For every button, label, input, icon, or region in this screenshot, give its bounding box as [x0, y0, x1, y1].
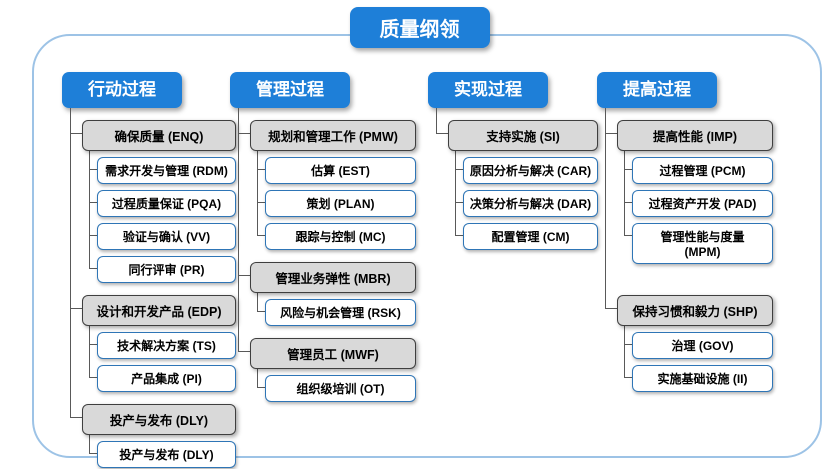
item-box: 过程资产开发 (PAD): [632, 190, 773, 217]
column-header: 提高过程: [597, 72, 717, 108]
item-box: 验证与确认 (VV): [97, 223, 236, 250]
item-box: 管理性能与度量 (MPM): [632, 223, 773, 264]
group-node: 管理业务弹性 (MBR) 风险与机会管理 (RSK): [238, 250, 416, 326]
group-node: 投产与发布 (DLY) 投产与发布 (DLY): [70, 392, 236, 468]
group-node: 支持实施 (SI) 原因分析与解决 (CAR) 决策分析与解决 (DAR) 配置…: [436, 108, 598, 250]
item-box: 过程质量保证 (PQA): [97, 190, 236, 217]
group-node: 确保质量 (ENQ) 需求开发与管理 (RDM) 过程质量保证 (PQA) 验证…: [70, 108, 236, 283]
item-node: 组织级培训 (OT): [257, 369, 416, 402]
group-list: 提高性能 (IMP) 过程管理 (PCM) 过程资产开发 (PAD) 管理性能与…: [597, 108, 773, 392]
item-list: 投产与发布 (DLY): [82, 435, 236, 468]
item-node: 同行评审 (PR): [89, 250, 236, 283]
item-box: 治理 (GOV): [632, 332, 773, 359]
item-box: 需求开发与管理 (RDM): [97, 157, 236, 184]
item-node: 产品集成 (PI): [89, 359, 236, 392]
diagram-title: 质量纲领: [349, 7, 490, 48]
group-box: 设计和开发产品 (EDP): [82, 295, 236, 326]
item-node: 技术解决方案 (TS): [89, 326, 236, 359]
item-box: 决策分析与解决 (DAR): [463, 190, 598, 217]
item-node: 跟踪与控制 (MC): [257, 217, 416, 250]
item-box: 估算 (EST): [265, 157, 416, 184]
group-box: 保持习惯和毅力 (SHP): [617, 295, 773, 326]
group-list: 支持实施 (SI) 原因分析与解决 (CAR) 决策分析与解决 (DAR) 配置…: [428, 108, 598, 250]
item-list: 估算 (EST) 策划 (PLAN) 跟踪与控制 (MC): [250, 151, 416, 250]
column-management-process: 管理过程 规划和管理工作 (PMW) 估算 (EST) 策划 (PLAN) 跟踪…: [230, 72, 416, 402]
column-header: 行动过程: [62, 72, 182, 108]
group-node: 保持习惯和毅力 (SHP) 治理 (GOV) 实施基础设施 (II): [605, 264, 773, 392]
item-box: 策划 (PLAN): [265, 190, 416, 217]
item-list: 需求开发与管理 (RDM) 过程质量保证 (PQA) 验证与确认 (VV) 同行…: [82, 151, 236, 283]
item-box: 实施基础设施 (II): [632, 365, 773, 392]
item-node: 验证与确认 (VV): [89, 217, 236, 250]
item-node: 原因分析与解决 (CAR): [455, 151, 598, 184]
item-list: 风险与机会管理 (RSK): [250, 293, 416, 326]
item-node: 过程质量保证 (PQA): [89, 184, 236, 217]
item-box: 原因分析与解决 (CAR): [463, 157, 598, 184]
item-box: 过程管理 (PCM): [632, 157, 773, 184]
item-node: 需求开发与管理 (RDM): [89, 151, 236, 184]
group-box: 管理业务弹性 (MBR): [250, 262, 416, 293]
column-improvement-process: 提高过程 提高性能 (IMP) 过程管理 (PCM) 过程资产开发 (PAD) …: [597, 72, 773, 392]
group-box: 规划和管理工作 (PMW): [250, 120, 416, 151]
item-box: 产品集成 (PI): [97, 365, 236, 392]
group-node: 提高性能 (IMP) 过程管理 (PCM) 过程资产开发 (PAD) 管理性能与…: [605, 108, 773, 264]
item-node: 策划 (PLAN): [257, 184, 416, 217]
group-list: 确保质量 (ENQ) 需求开发与管理 (RDM) 过程质量保证 (PQA) 验证…: [62, 108, 236, 468]
column-realization-process: 实现过程 支持实施 (SI) 原因分析与解决 (CAR) 决策分析与解决 (DA…: [428, 72, 598, 250]
group-node: 管理员工 (MWF) 组织级培训 (OT): [238, 326, 416, 402]
item-node: 投产与发布 (DLY): [89, 435, 236, 468]
item-list: 过程管理 (PCM) 过程资产开发 (PAD) 管理性能与度量 (MPM): [617, 151, 773, 264]
item-box: 技术解决方案 (TS): [97, 332, 236, 359]
item-box: 组织级培训 (OT): [265, 375, 416, 402]
item-node: 过程资产开发 (PAD): [624, 184, 773, 217]
group-node: 设计和开发产品 (EDP) 技术解决方案 (TS) 产品集成 (PI): [70, 283, 236, 392]
item-node: 治理 (GOV): [624, 326, 773, 359]
group-box: 提高性能 (IMP): [617, 120, 773, 151]
item-node: 风险与机会管理 (RSK): [257, 293, 416, 326]
item-list: 原因分析与解决 (CAR) 决策分析与解决 (DAR) 配置管理 (CM): [448, 151, 598, 250]
group-box: 投产与发布 (DLY): [82, 404, 236, 435]
item-node: 管理性能与度量 (MPM): [624, 217, 773, 264]
group-list: 规划和管理工作 (PMW) 估算 (EST) 策划 (PLAN) 跟踪与控制 (…: [230, 108, 416, 402]
column-action-process: 行动过程 确保质量 (ENQ) 需求开发与管理 (RDM) 过程质量保证 (PQ…: [62, 72, 236, 468]
item-box: 跟踪与控制 (MC): [265, 223, 416, 250]
item-node: 配置管理 (CM): [455, 217, 598, 250]
item-box: 配置管理 (CM): [463, 223, 598, 250]
item-node: 实施基础设施 (II): [624, 359, 773, 392]
group-box: 管理员工 (MWF): [250, 338, 416, 369]
item-list: 治理 (GOV) 实施基础设施 (II): [617, 326, 773, 392]
item-box: 风险与机会管理 (RSK): [265, 299, 416, 326]
group-node: 规划和管理工作 (PMW) 估算 (EST) 策划 (PLAN) 跟踪与控制 (…: [238, 108, 416, 250]
item-box: 投产与发布 (DLY): [97, 441, 236, 468]
item-node: 估算 (EST): [257, 151, 416, 184]
column-header: 实现过程: [428, 72, 548, 108]
item-list: 技术解决方案 (TS) 产品集成 (PI): [82, 326, 236, 392]
item-node: 决策分析与解决 (DAR): [455, 184, 598, 217]
item-list: 组织级培训 (OT): [250, 369, 416, 402]
group-box: 确保质量 (ENQ): [82, 120, 236, 151]
group-box: 支持实施 (SI): [448, 120, 598, 151]
item-box: 同行评审 (PR): [97, 256, 236, 283]
item-node: 过程管理 (PCM): [624, 151, 773, 184]
column-header: 管理过程: [230, 72, 350, 108]
